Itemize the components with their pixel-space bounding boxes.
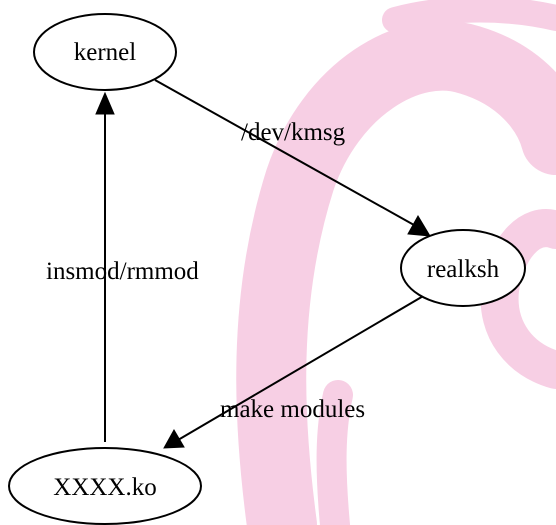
node-module-ellipse [8,447,202,525]
edge-insmod-arrowhead [95,91,115,115]
edge-kmsg-line [154,79,415,226]
edge-make-arrowhead [163,428,185,449]
node-module-label: XXXX.ko [53,474,156,501]
edge-kmsg: /dev/kmsg [154,79,431,237]
edge-kmsg-label: /dev/kmsg [241,119,346,146]
edge-insmod-label: insmod/rmmod [46,258,199,285]
edge-kmsg-arrowhead [407,215,431,237]
node-kernel[interactable]: kernel [33,13,177,91]
edge-insmod: insmod/rmmod [46,91,199,442]
swirl-lower-stroke [316,380,353,525]
node-realksh[interactable]: realksh [400,229,526,307]
node-realksh-label: realksh [427,256,500,283]
swirl-outer-stroke [236,20,556,525]
node-realksh-ellipse [400,229,526,307]
node-kernel-label: kernel [74,39,137,66]
swirl-tail-stroke [382,0,556,33]
node-kernel-ellipse [33,13,177,91]
debian-swirl-watermark [236,0,556,525]
edge-make-label: make modules [220,396,365,423]
node-module[interactable]: XXXX.ko [8,447,202,525]
edge-make: make modules [163,294,426,449]
edge-make-line [177,294,426,441]
